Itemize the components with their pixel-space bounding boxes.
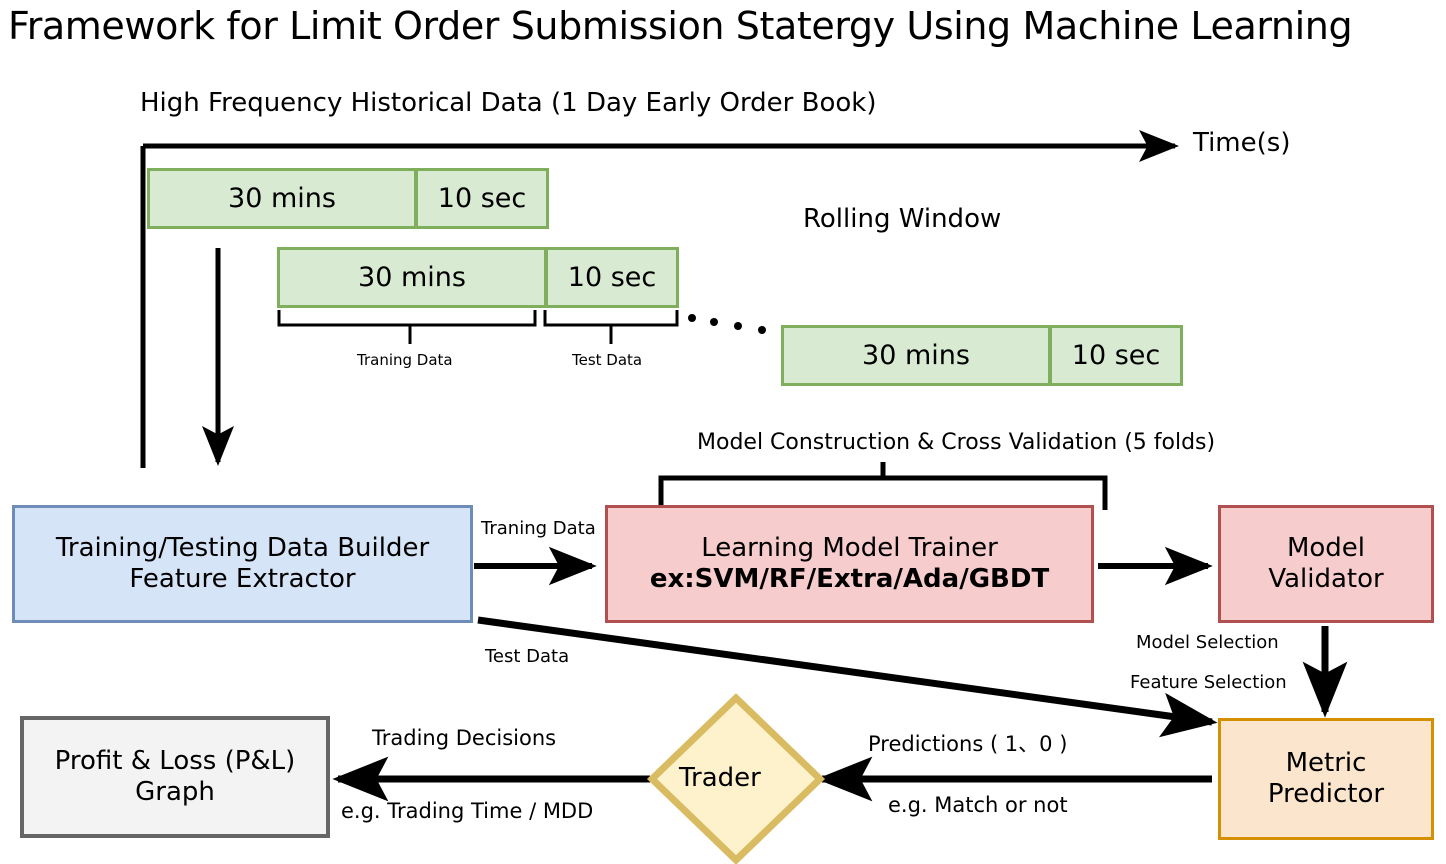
window-2-test-label: 10 sec: [567, 261, 657, 293]
ellipsis-dots: [688, 314, 766, 334]
builder-to-predictor-arrow: [477, 616, 1218, 738]
node-data-builder[interactable]: Training/Testing Data Builder Feature Ex…: [12, 505, 473, 623]
node-model-trainer[interactable]: Learning Model Trainer ex:SVM/RF/Extra/A…: [605, 505, 1094, 623]
window-3-train-label: 30 mins: [862, 339, 970, 371]
trader-diamond[interactable]: [646, 693, 826, 864]
cross-validation-label: Model Construction & Cross Validation (5…: [697, 430, 1216, 455]
cross-validation-bracket: [658, 462, 1108, 510]
model-validator-line1: Model: [1286, 533, 1366, 564]
window-3-train[interactable]: 30 mins: [781, 325, 1051, 386]
timeline-axis: [140, 129, 1180, 468]
edge-label-model-selection: Model Selection: [1136, 632, 1279, 653]
window-2-test[interactable]: 10 sec: [545, 247, 679, 308]
page-title: Framework for Limit Order Submission Sta…: [8, 4, 1353, 48]
model-trainer-line2: ex:SVM/RF/Extra/Ada/GBDT: [649, 564, 1050, 594]
data-builder-line1: Training/Testing Data Builder: [55, 533, 430, 564]
pnl-graph-line1: Profit & Loss (P&L): [54, 746, 296, 777]
edge-label-trading-time-mdd: e.g. Trading Time / MDD: [341, 799, 594, 823]
model-trainer-line1: Learning Model Trainer: [701, 533, 998, 564]
test-data-bracket-label: Test Data: [572, 351, 643, 369]
node-metric-predictor[interactable]: Metric Predictor: [1218, 718, 1434, 840]
window-3-test[interactable]: 10 sec: [1049, 325, 1183, 386]
metric-predictor-line1: Metric: [1285, 748, 1367, 779]
edge-label-predictions: Predictions ( 1、0 ): [868, 732, 1068, 756]
edge-label-builder-to-predictor: Test Data: [485, 646, 570, 667]
window-1-test-label: 10 sec: [437, 182, 527, 214]
window-1-train-label: 30 mins: [228, 182, 336, 214]
metric-predictor-line2: Predictor: [1267, 779, 1385, 809]
edge-label-builder-to-trainer: Traning Data: [481, 518, 596, 539]
pnl-graph-line2: Graph: [135, 777, 215, 807]
node-model-validator[interactable]: Model Validator: [1218, 505, 1434, 623]
window-1-test[interactable]: 10 sec: [415, 168, 549, 229]
training-data-bracket-label: Traning Data: [357, 351, 453, 369]
node-trader-label: Trader: [679, 763, 761, 793]
window-3-test-label: 10 sec: [1071, 339, 1161, 371]
edge-label-match-or-not: e.g. Match or not: [888, 793, 1068, 817]
data-builder-line2: Feature Extractor: [129, 564, 356, 594]
timeline-header-label: High Frequency Historical Data (1 Day Ea…: [140, 88, 877, 118]
edge-label-trading-decisions: Trading Decisions: [372, 726, 557, 750]
edge-label-feature-selection: Feature Selection: [1130, 672, 1287, 693]
node-pnl-graph[interactable]: Profit & Loss (P&L) Graph: [20, 716, 330, 838]
model-validator-line2: Validator: [1268, 564, 1384, 594]
test-data-bracket: [543, 310, 679, 344]
training-data-bracket: [277, 310, 537, 344]
window-2-train-label: 30 mins: [358, 261, 466, 293]
rolling-window-label: Rolling Window: [803, 204, 1002, 234]
timeline-axis-label: Time(s): [1193, 128, 1291, 158]
window-1-train[interactable]: 30 mins: [147, 168, 417, 229]
window-2-train[interactable]: 30 mins: [277, 247, 547, 308]
